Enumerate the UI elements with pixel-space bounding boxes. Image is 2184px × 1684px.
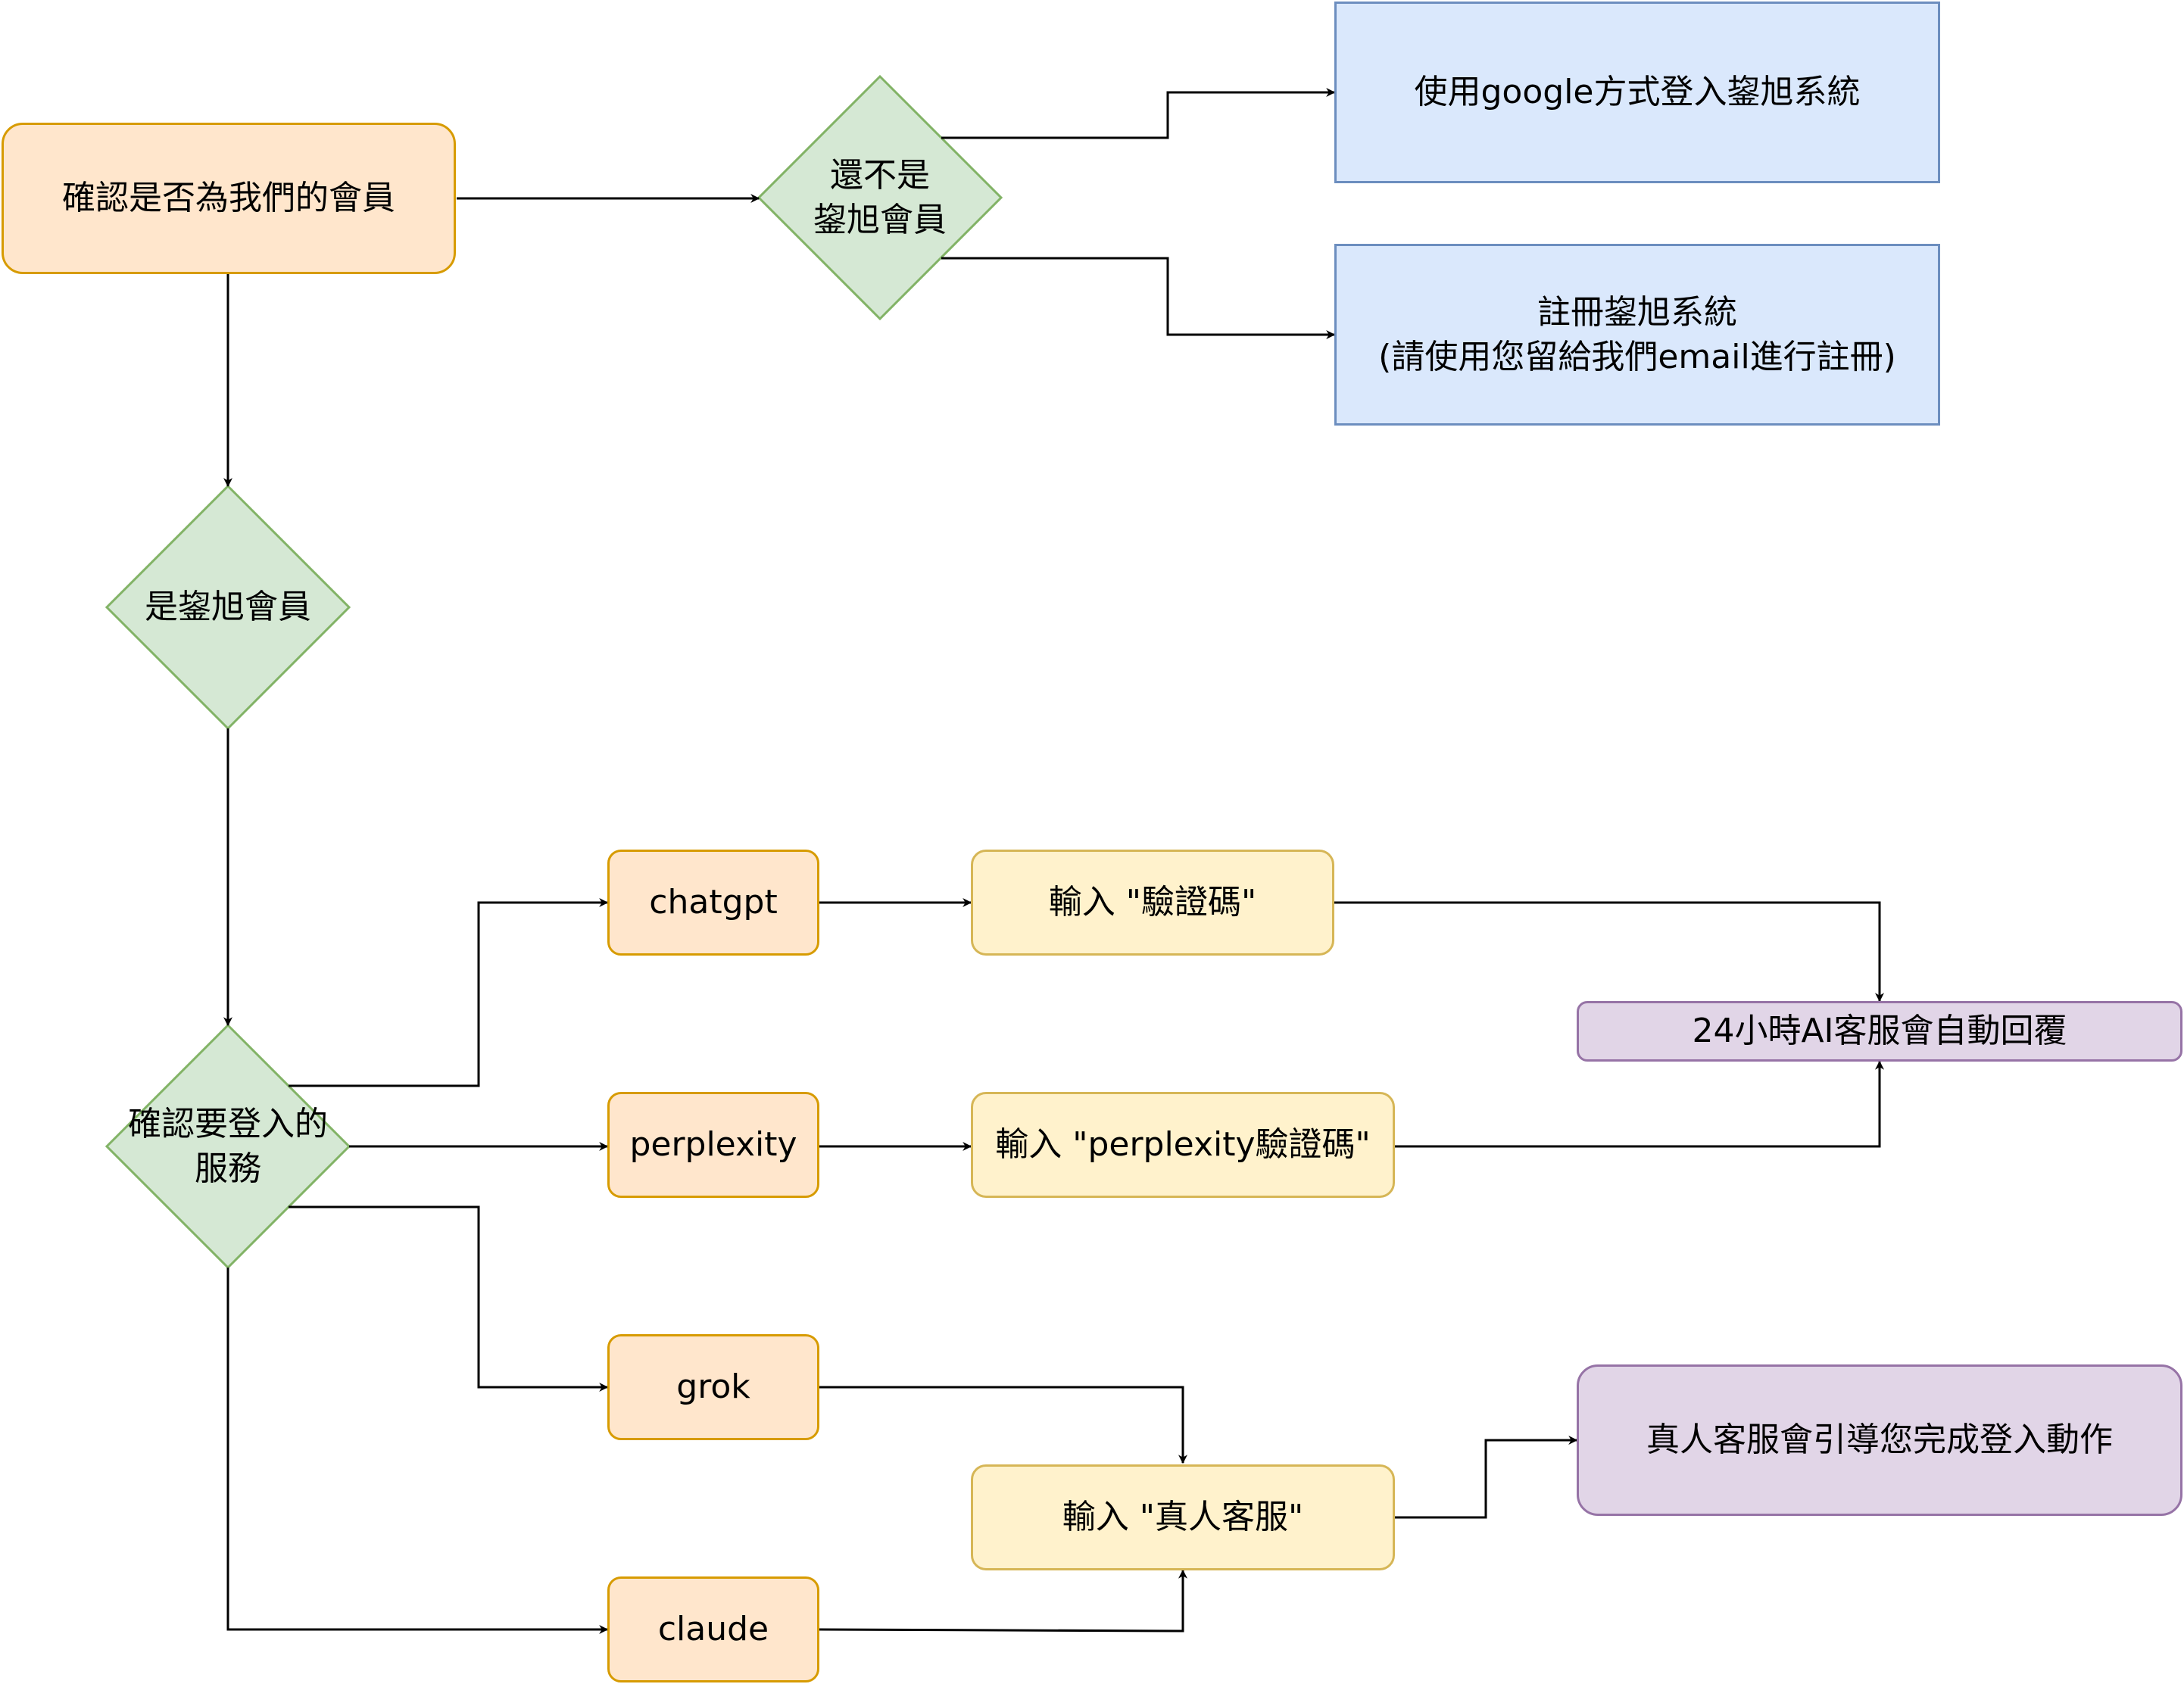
edge-grok-to-input-human [819, 1386, 1187, 1464]
claude-node: claude [607, 1576, 819, 1682]
edge-input-code-to-ai [1334, 901, 1884, 1003]
google-login-node: 使用google方式登入鋆旭系統 [1334, 2, 1940, 183]
edge-input-perplexity-to-ai [1395, 1060, 1884, 1148]
edge-choose-to-claude [226, 1268, 609, 1634]
edge-choose-to-grok [289, 1205, 609, 1392]
perplexity-node: perplexity [607, 1092, 819, 1198]
edge-not-member-to-google [941, 88, 1336, 139]
grok-node: grok [607, 1334, 819, 1440]
not-member-label: 還不是 鋆旭會員 [813, 155, 947, 239]
edge-claude-to-input-human [819, 1569, 1187, 1633]
edge-choose-to-chatgpt [289, 898, 609, 1087]
chatgpt-node: chatgpt [607, 850, 819, 956]
ai-reply-node: 24小時AI客服會自動回覆 [1577, 1001, 2182, 1062]
is-member-label: 是鋆旭會員 [145, 588, 311, 627]
edge-not-member-to-register [941, 257, 1336, 339]
input-human-node: 輸入 "真人客服" [971, 1464, 1395, 1570]
not-member-diamond [757, 74, 1003, 321]
check-member-node: 確認是否為我們的會員 [2, 123, 456, 274]
choose-service-label: 確認要登入的 服務 [128, 1104, 328, 1188]
register-node: 註冊鋆旭系統 (請使用您留給我們email進行註冊) [1334, 244, 1940, 426]
input-perplexity-code-node: 輸入 "perplexity驗證碼" [971, 1092, 1395, 1198]
input-code-node: 輸入 "驗證碼" [971, 850, 1334, 956]
human-guide-node: 真人客服會引導您完成登入動作 [1577, 1364, 2182, 1516]
edge-input-human-to-guide [1395, 1436, 1578, 1519]
